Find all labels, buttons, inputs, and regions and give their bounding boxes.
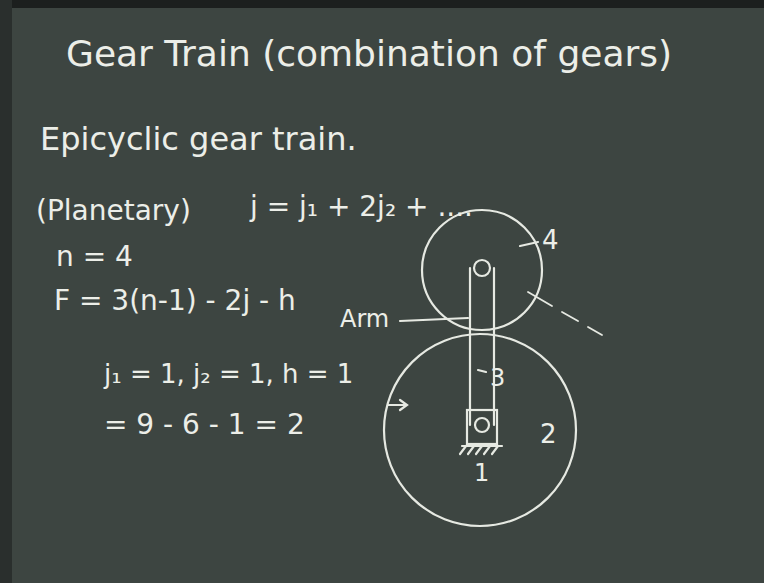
leader-line — [520, 242, 538, 246]
callout-number: 3 — [490, 365, 505, 391]
board-frame — [0, 0, 764, 8]
pin-joint — [474, 260, 490, 276]
board-frame — [0, 0, 12, 583]
fixed-pivot — [467, 410, 497, 444]
board-heading: Gear Train (combination of gears) — [66, 34, 672, 74]
sun-gear — [384, 334, 576, 526]
arm-link — [470, 268, 494, 425]
leader-line — [478, 370, 486, 372]
leader-line — [400, 318, 468, 321]
equation: j = j₁ + 2j₂ + .... — [250, 192, 473, 223]
equation: n = 4 — [56, 242, 133, 273]
dashed-line — [528, 292, 602, 335]
pin-joint — [475, 418, 489, 432]
note-text: (Planetary) — [36, 196, 191, 227]
callout-number: 1 — [474, 460, 489, 486]
callout-number: 2 — [540, 420, 557, 449]
equation: j₁ = 1, j₂ = 1, h = 1 — [104, 360, 353, 389]
ground-hatch — [460, 446, 502, 454]
equation: F = 3(n-1) - 2j - h — [54, 286, 296, 317]
pointer-arrow — [388, 400, 407, 410]
part-label: Arm — [340, 306, 389, 332]
callout-number: 4 — [542, 226, 559, 255]
equation: = 9 - 6 - 1 = 2 — [104, 410, 305, 441]
heading-note: Epicyclic gear train. — [40, 122, 357, 157]
planet-gear — [422, 210, 542, 330]
